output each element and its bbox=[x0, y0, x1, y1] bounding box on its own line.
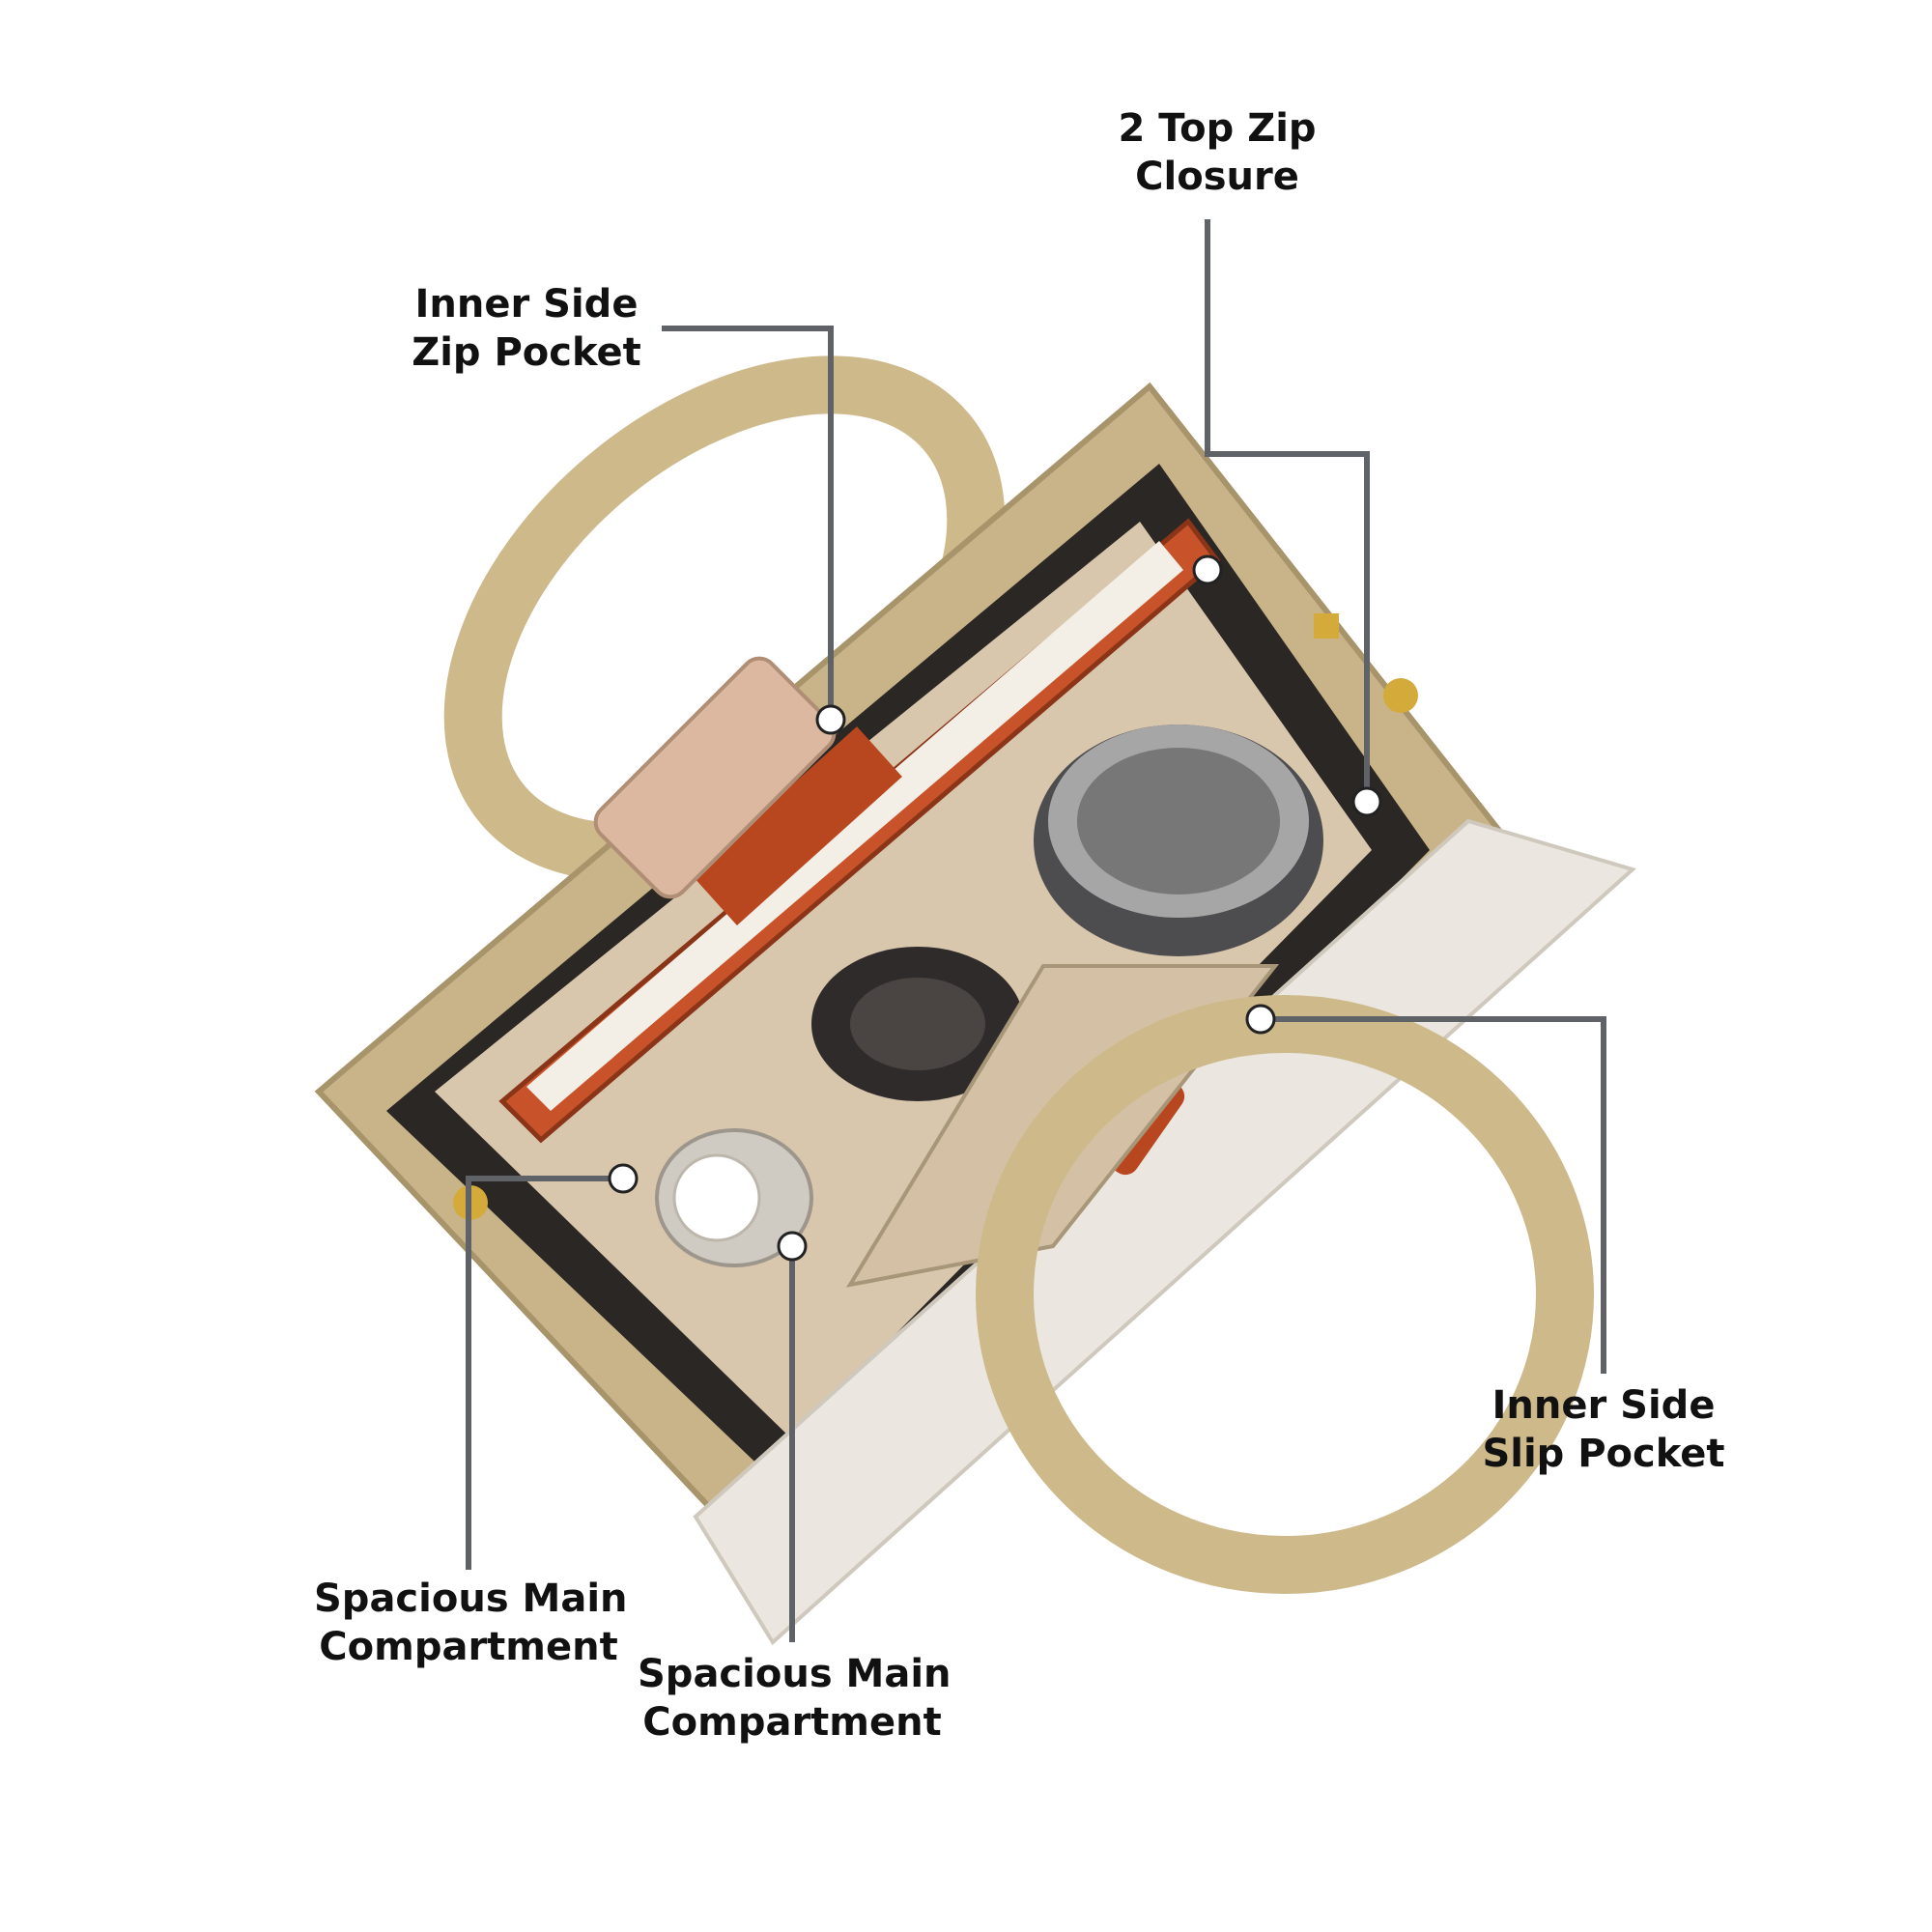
phone bbox=[593, 656, 837, 899]
callout-inner-slip-line1: Inner Side bbox=[1492, 1383, 1716, 1428]
leader-inner-zip-pocket bbox=[662, 326, 834, 720]
callout-inner-zip-line2: Zip Pocket bbox=[412, 330, 641, 375]
callout-top-zip-line2: Closure bbox=[1135, 155, 1299, 199]
marker-main-compartment-center bbox=[777, 1231, 808, 1262]
marker-main-compartment-left bbox=[608, 1163, 639, 1194]
notebook bbox=[498, 518, 1221, 1144]
marker-top-zip bbox=[1192, 554, 1223, 585]
callout-top-zip-closure: 2 Top Zip Closure bbox=[1092, 104, 1343, 201]
perfume-bottle bbox=[655, 1128, 813, 1267]
dark-round-case bbox=[811, 947, 1024, 1101]
marker-inner-zip-pocket bbox=[815, 704, 846, 735]
callout-inner-slip-line2: Slip Pocket bbox=[1482, 1432, 1725, 1476]
leader-inner-slip-pocket bbox=[1261, 1016, 1606, 1374]
callout-spacious-main-compartment-center: Spacious Main Compartment bbox=[638, 1650, 952, 1747]
callout-inner-side-zip-pocket: Inner Side Zip Pocket bbox=[396, 280, 657, 377]
callout-inner-zip-line1: Inner Side bbox=[414, 282, 639, 327]
marker-dots bbox=[608, 554, 1382, 1262]
callout-main-left-line1: Spacious Main bbox=[314, 1577, 628, 1621]
metal-tin bbox=[1034, 724, 1323, 956]
marker-side-zip bbox=[1351, 786, 1382, 817]
leader-top-zip bbox=[1205, 219, 1370, 802]
callout-main-left-line2: Compartment bbox=[319, 1625, 618, 1669]
leader-lines bbox=[466, 219, 1606, 1642]
marker-inner-slip-pocket bbox=[1245, 1004, 1276, 1035]
front-handle bbox=[976, 995, 1594, 1594]
leader-main-compartment-left bbox=[466, 1176, 623, 1570]
callout-main-center-line1: Spacious Main bbox=[638, 1652, 952, 1696]
callout-top-zip-line1: 2 Top Zip bbox=[1118, 106, 1317, 151]
callout-spacious-main-compartment-left: Spacious Main Compartment bbox=[314, 1575, 628, 1671]
callout-inner-side-slip-pocket: Inner Side Slip Pocket bbox=[1473, 1381, 1734, 1478]
callout-main-center-line2: Compartment bbox=[642, 1700, 942, 1745]
